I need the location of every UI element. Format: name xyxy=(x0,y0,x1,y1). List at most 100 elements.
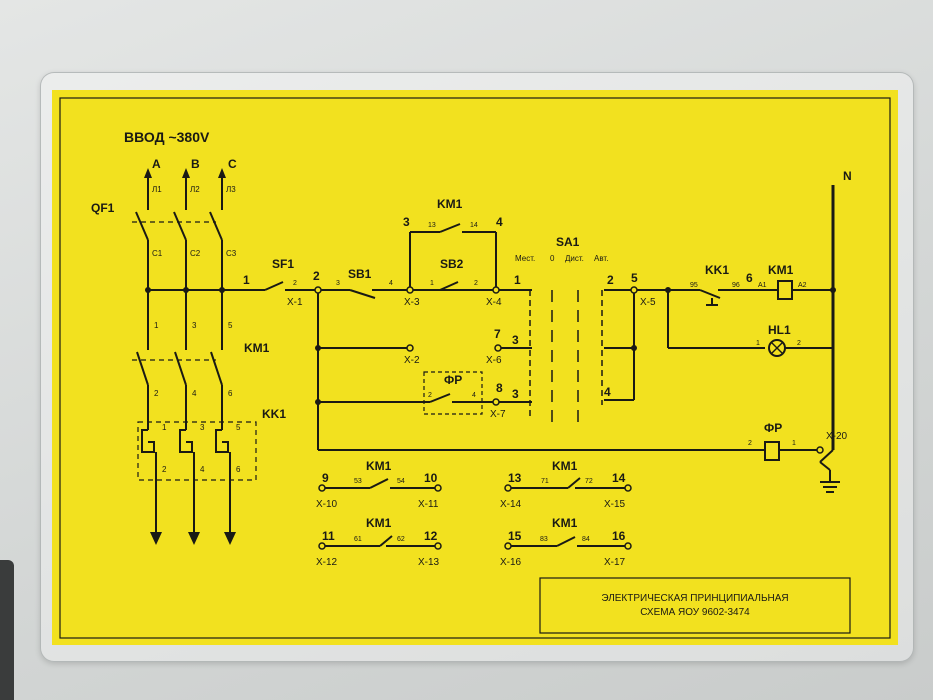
aux4-label: KM1 xyxy=(552,516,578,530)
phase-a-label: A xyxy=(152,157,161,171)
x3-label: X-3 xyxy=(404,297,420,308)
x1-label: X-1 xyxy=(287,297,303,308)
contact-c1-label: C1 xyxy=(152,249,163,258)
hl1-pin-1: 1 xyxy=(756,340,760,347)
node-1-label: 1 xyxy=(243,273,250,287)
phase-c-label: C xyxy=(228,157,237,171)
x2-label: X-2 xyxy=(404,355,420,366)
aux2-x-left: X-12 xyxy=(316,557,338,568)
aux3-x-left: X-14 xyxy=(500,499,522,510)
aux4-node-left: 15 xyxy=(508,529,522,543)
aux3-pin-b: 72 xyxy=(585,478,593,485)
line-l1-label: Л1 xyxy=(152,185,162,194)
kk1-pin-1: 1 xyxy=(162,423,167,432)
aux4-node-right: 16 xyxy=(612,529,626,543)
qf1-label: QF1 xyxy=(91,201,115,215)
fr-coil-pin-2: 2 xyxy=(748,440,752,447)
node-2-sa-label: 2 xyxy=(607,273,614,287)
aux1-label: KM1 xyxy=(366,459,392,473)
kk1-pin-2: 2 xyxy=(162,465,167,474)
title-line-1: ЭЛЕКТРИЧЕСКАЯ ПРИНЦИПИАЛЬНАЯ xyxy=(601,593,789,604)
node-6-label: 6 xyxy=(746,271,753,285)
km1-pin-6: 6 xyxy=(228,389,233,398)
kk1-power-label: KK1 xyxy=(262,407,287,421)
sf1-pin-2: 2 xyxy=(293,280,297,287)
hl1-pin-2: 2 xyxy=(797,340,801,347)
sb2-label: SB2 xyxy=(440,257,464,271)
phase-lines xyxy=(135,175,231,535)
km1-top-pin-14: 14 xyxy=(470,222,478,229)
sa1-avt: Авт. xyxy=(594,254,609,263)
km1-power-label: KM1 xyxy=(244,341,270,355)
node-4-label: 4 xyxy=(496,215,503,229)
hl1-label: HL1 xyxy=(768,323,791,337)
phase-b-label: B xyxy=(191,157,200,171)
supply-title: ВВОД ~380V xyxy=(124,129,210,145)
node-3a-label: 3 xyxy=(512,333,519,347)
node-3b-label: 3 xyxy=(512,387,519,401)
sb2-pin-2: 2 xyxy=(474,280,478,287)
sa1-label: SA1 xyxy=(556,235,580,249)
line-l2-label: Л2 xyxy=(190,185,200,194)
kk1-pin-5: 5 xyxy=(236,423,241,432)
fr-coil-pin-1: 1 xyxy=(792,440,796,447)
kk1-pin-4: 4 xyxy=(200,465,205,474)
x7-label: X-7 xyxy=(490,409,506,420)
line-l3-label: Л3 xyxy=(226,185,236,194)
contact-c2-label: C2 xyxy=(190,249,201,258)
kk1-pin-95: 95 xyxy=(690,282,698,289)
aux4-pin-b: 84 xyxy=(582,536,590,543)
x5-label: X-5 xyxy=(640,297,656,308)
km1-pin-5: 5 xyxy=(228,321,233,330)
title-line-2: СХЕМА ЯОУ 9602-3474 xyxy=(640,607,750,618)
km1-pin-3: 3 xyxy=(192,321,197,330)
aux4-pin-a: 83 xyxy=(540,536,548,543)
km1-top-label: KM1 xyxy=(437,197,463,211)
sb1-pin-4: 4 xyxy=(389,280,393,287)
aux4-x-right: X-17 xyxy=(604,557,626,568)
aux3-node-left: 13 xyxy=(508,471,522,485)
sa1-mest: Мест. xyxy=(515,254,536,263)
fr-switch-label: ФР xyxy=(444,373,463,387)
node-5-label: 5 xyxy=(631,271,638,285)
km1-coil-pin-a1: A1 xyxy=(758,282,767,289)
km1-pin-4: 4 xyxy=(192,389,197,398)
km1-top-pin-13: 13 xyxy=(428,222,436,229)
aux2-label: KM1 xyxy=(366,516,392,530)
x6-label: X-6 xyxy=(486,355,502,366)
node-7-label: 7 xyxy=(494,327,501,341)
sa1-dist: Дист. xyxy=(565,254,584,263)
km1-coil-label: KM1 xyxy=(768,263,794,277)
aux2-node-left: 11 xyxy=(322,529,335,543)
fr-coil-label: ФР xyxy=(764,421,783,435)
node-2-label: 2 xyxy=(313,269,320,283)
kk1-pin-3: 3 xyxy=(200,423,205,432)
aux3-node-right: 14 xyxy=(612,471,626,485)
sa1-zero: 0 xyxy=(550,254,555,263)
aux4-x-left: X-16 xyxy=(500,557,522,568)
x20-label: X-20 xyxy=(826,431,848,442)
aux1-pin-b: 54 xyxy=(397,478,405,485)
aux1-node-left: 9 xyxy=(322,471,329,485)
aux1-node-right: 10 xyxy=(424,471,438,485)
kk1-contact-label: KK1 xyxy=(705,263,730,277)
node-1-sa-label: 1 xyxy=(514,273,521,287)
node-4-sa-label: 4 xyxy=(604,385,611,399)
fr-switch-pin-4: 4 xyxy=(472,392,476,399)
aux1-pin-a: 53 xyxy=(354,478,362,485)
x4-label: X-4 xyxy=(486,297,502,308)
aux3-x-right: X-15 xyxy=(604,499,626,510)
km1-coil-pin-a2: A2 xyxy=(798,282,807,289)
aux2-x-right: X-13 xyxy=(418,557,440,568)
neutral-label: N xyxy=(843,169,852,183)
node-8-label: 8 xyxy=(496,381,503,395)
aux2-pin-a: 61 xyxy=(354,536,362,543)
aux2-node-right: 12 xyxy=(424,529,438,543)
km1-pin-1: 1 xyxy=(154,321,159,330)
aux2-pin-b: 62 xyxy=(397,536,405,543)
sb1-label: SB1 xyxy=(348,267,372,281)
sf1-label: SF1 xyxy=(272,257,295,271)
contact-c3-label: C3 xyxy=(226,249,237,258)
km1-pin-2: 2 xyxy=(154,389,159,398)
